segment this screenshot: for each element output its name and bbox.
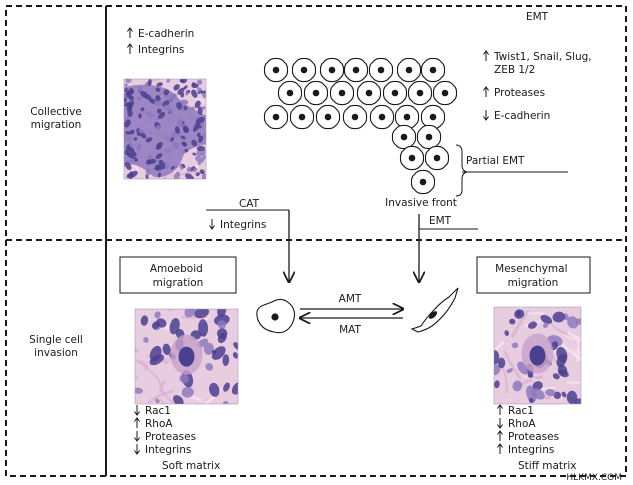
mesenchymal-cell: [410, 287, 459, 333]
epithelial-cell: [319, 57, 345, 83]
epithelial-cell: [329, 80, 355, 106]
invasive-front-label: Invasive front: [385, 197, 457, 209]
epithelial-cell: [391, 124, 417, 150]
mesenchymal-marker-label: RhoA: [508, 418, 536, 430]
up-arrow-icon: [482, 50, 490, 61]
mesenchymal-marker-item: RhoA: [496, 418, 536, 430]
down-arrow-icon: [133, 405, 141, 416]
up-arrow-icon: [126, 43, 134, 54]
epithelial-cell: [416, 124, 442, 150]
amoeboid-matrix-label: Soft matrix: [162, 460, 220, 472]
epithelial-cell: [420, 104, 446, 130]
collective-marker-item: E-cadherin: [126, 27, 194, 40]
epithelial-cell: [356, 80, 382, 106]
epithelial-cell: [407, 80, 433, 106]
mesenchymal-marker-label: Rac1: [508, 405, 534, 417]
cat-marker-item: Integrins: [208, 219, 266, 231]
emt-marker-item: Twist1, Snail, Slug,ZEB 1/2: [482, 50, 592, 76]
amoeboid-marker-item: Proteases: [133, 431, 196, 443]
partial-emt-bracket: [455, 144, 468, 197]
mesenchymal-marker-item: Integrins: [496, 443, 554, 456]
amoeboid-histology-image: [134, 308, 239, 405]
epithelial-cell: [399, 145, 425, 171]
epithelial-cell: [315, 104, 341, 130]
collective-histology-image: [123, 78, 207, 180]
mat-label: MAT: [339, 324, 361, 336]
epithelial-cell: [420, 57, 446, 83]
epithelial-cell: [382, 80, 408, 106]
collective-marker-label: Integrins: [138, 44, 184, 56]
down-arrow-icon: [133, 431, 141, 442]
down-arrow-icon: [133, 444, 141, 455]
epithelial-cell: [343, 57, 369, 83]
collective-marker-label: E-cadherin: [138, 28, 194, 40]
epithelial-cell: [368, 57, 394, 83]
up-arrow-icon: [126, 27, 134, 38]
amoeboid-marker-item: Rac1: [133, 405, 171, 417]
emt-marker-item: Proteases: [482, 86, 545, 99]
mesenchymal-marker-label: Proteases: [508, 431, 559, 443]
epithelial-cell: [342, 104, 368, 130]
down-arrow-icon: [482, 110, 490, 121]
amoeboid-marker-label: Proteases: [145, 431, 196, 443]
amoeboid-cell-nucleus: [271, 313, 279, 321]
epithelial-cell: [263, 57, 289, 83]
emt-marker-item: E-cadherin: [482, 110, 550, 122]
mesenchymal-cell-nucleus: [428, 311, 438, 319]
epithelial-cell: [289, 104, 315, 130]
mesenchymal-title: Mesenchymal migration: [495, 263, 571, 289]
down-arrow-icon: [496, 418, 504, 429]
amt-label: AMT: [339, 293, 362, 305]
epithelial-cell-cluster: [263, 57, 458, 195]
collective-marker-item: Integrins: [126, 43, 184, 56]
up-arrow-icon: [482, 86, 490, 97]
emt-marker-label: E-cadherin: [494, 110, 550, 122]
amoeboid-marker-label: Integrins: [145, 444, 191, 456]
mesenchymal-marker-label: Integrins: [508, 444, 554, 456]
up-arrow-icon: [496, 430, 504, 441]
amoeboid-marker-item: Integrins: [133, 444, 191, 456]
amoeboid-title: Amoeboid migration: [150, 263, 206, 289]
epithelial-cell: [396, 57, 422, 83]
emt-markers: Twist1, Snail, Slug,ZEB 1/2ProteasesE-ca…: [482, 50, 592, 122]
emt-arrow-label: EMT: [429, 215, 452, 227]
mesenchymal-histology-image: [493, 306, 582, 405]
partial-emt-label: Partial EMT: [466, 155, 525, 167]
emt-marker-label: Proteases: [494, 87, 545, 99]
epithelial-cell: [432, 80, 458, 106]
cat-marker-label: Integrins: [220, 219, 266, 231]
up-arrow-icon: [133, 417, 141, 428]
epithelial-cell: [424, 145, 450, 171]
amoeboid-marker-label: Rac1: [145, 405, 171, 417]
epithelial-cell: [369, 104, 395, 130]
epithelial-cell: [394, 104, 420, 130]
up-arrow-icon: [496, 443, 504, 454]
down-arrow-icon: [208, 219, 216, 230]
epithelial-cell: [291, 57, 317, 83]
cat-label: CAT: [239, 198, 260, 210]
mesenchymal-box: [476, 256, 591, 294]
emt-marker-label: Twist1, Snail, Slug,ZEB 1/2: [493, 51, 592, 76]
amoeboid-marker-item: RhoA: [133, 417, 173, 430]
mesenchymal-marker-item: Proteases: [496, 430, 559, 443]
epithelial-cell: [303, 80, 329, 106]
emt-panel-title: EMT: [526, 11, 549, 23]
watermark: HLKMX.COM: [566, 473, 622, 483]
amoeboid-marker-label: RhoA: [145, 418, 173, 430]
up-arrow-icon: [496, 404, 504, 415]
mesenchymal-matrix-label: Stiff matrix: [518, 460, 577, 472]
amoeboid-box: [119, 256, 237, 294]
cat-markers: Integrins: [208, 219, 266, 231]
mesenchymal-marker-item: Rac1: [496, 404, 534, 417]
epithelial-cell: [410, 169, 436, 195]
epithelial-cell: [263, 104, 289, 130]
epithelial-cell: [277, 80, 303, 106]
